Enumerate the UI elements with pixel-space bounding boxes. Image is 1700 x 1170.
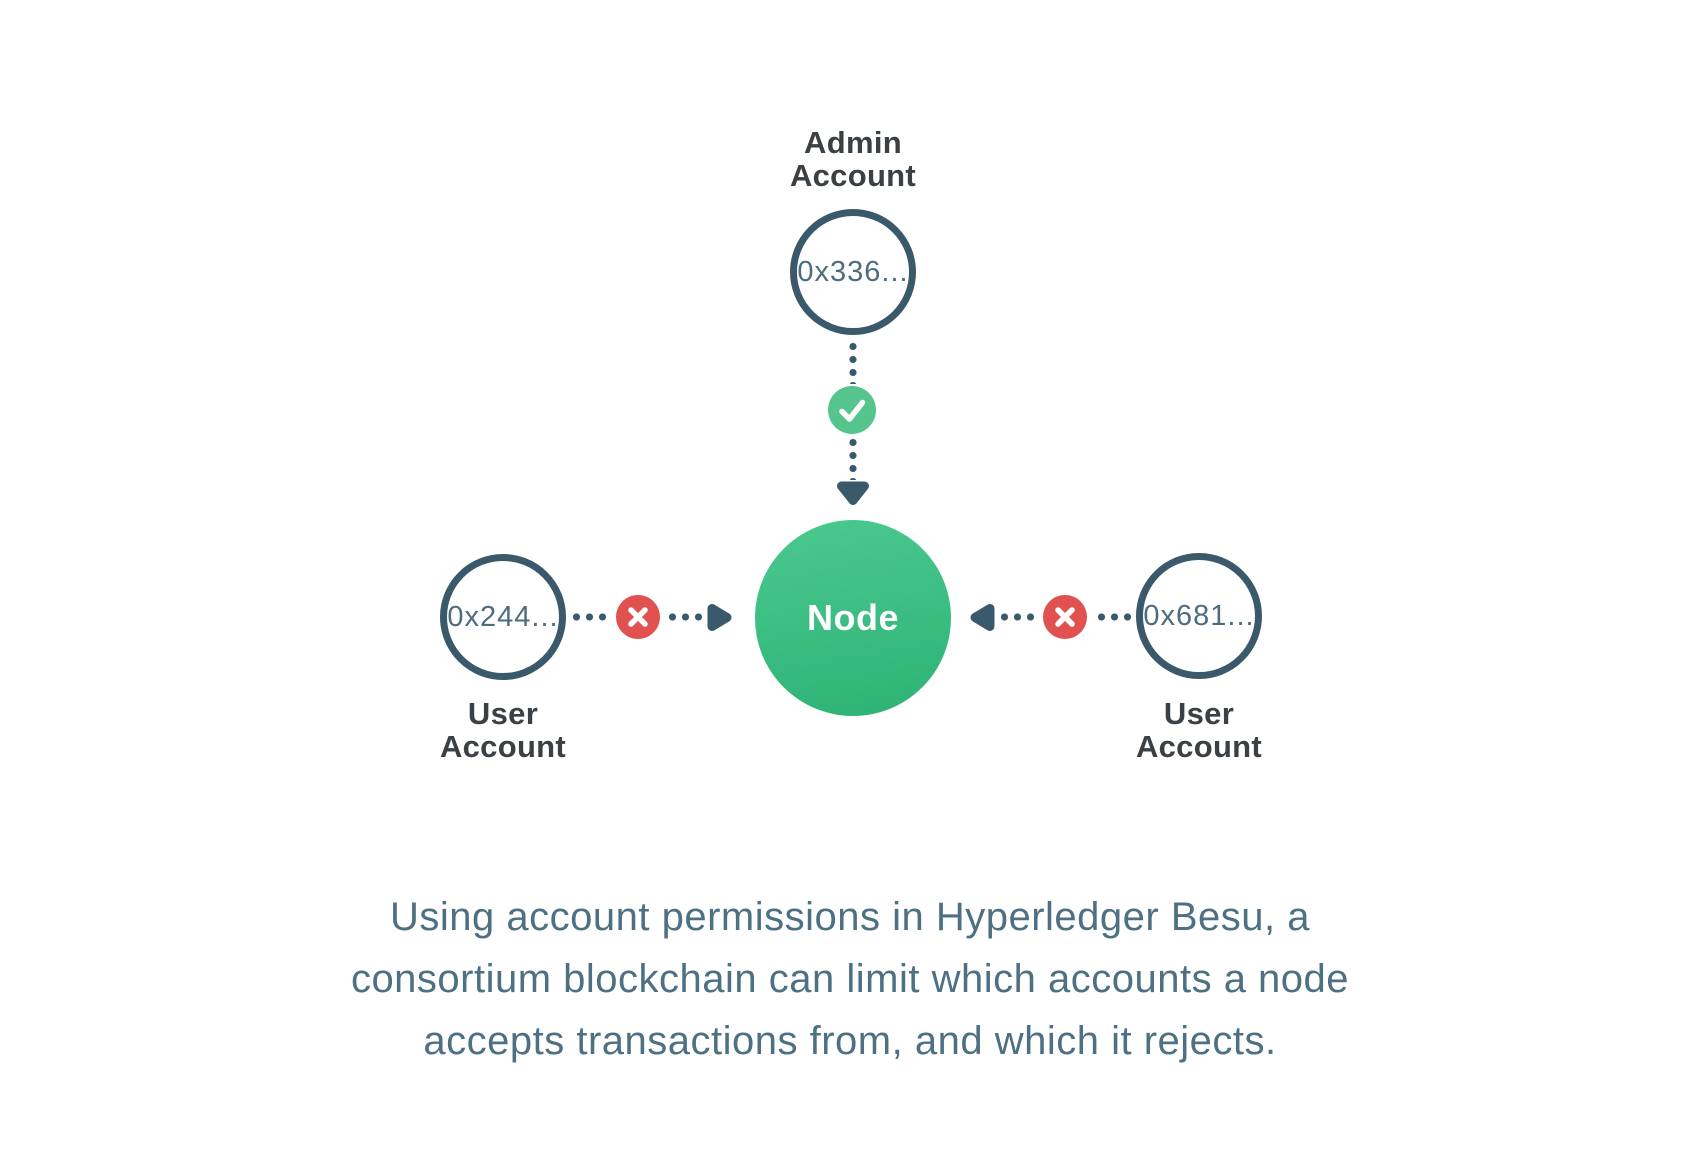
caption: Using account permissions in Hyperledger… xyxy=(0,886,1700,1072)
right-user-account-address: 0x681... xyxy=(1143,599,1255,632)
right-user-account-label: User Account xyxy=(1135,696,1263,764)
connector-right-outer xyxy=(1095,613,1135,621)
right-user-account-circle: 0x681... xyxy=(1136,553,1262,679)
left-user-account-circle: 0x244... xyxy=(440,554,566,680)
admin-account-circle: 0x336... xyxy=(790,209,916,335)
x-icon xyxy=(1043,595,1087,639)
connector-admin-lower xyxy=(849,436,857,480)
connector-right-inner xyxy=(998,613,1036,621)
connector-admin-upper xyxy=(849,340,857,384)
node-label: Node xyxy=(807,597,899,638)
caption-line: consortium blockchain can limit which ac… xyxy=(350,957,1350,1001)
check-icon xyxy=(828,386,876,434)
x-icon xyxy=(616,595,660,639)
caption-line: Using account permissions in Hyperledger… xyxy=(390,895,1310,939)
admin-account-address: 0x336... xyxy=(797,255,909,288)
connector-left-outer xyxy=(570,613,610,621)
connector-left-inner xyxy=(666,613,704,621)
arrowhead-left-icon xyxy=(967,601,997,634)
left-user-account-address: 0x244... xyxy=(447,600,559,633)
caption-line: accepts transactions from, and which it … xyxy=(423,1019,1277,1063)
left-user-account-label: User Account xyxy=(439,696,567,764)
admin-account-label: Admin Account xyxy=(789,125,917,193)
node-circle: Node xyxy=(755,520,951,716)
arrowhead-right-icon xyxy=(705,601,735,634)
arrowhead-down-icon xyxy=(834,480,872,507)
